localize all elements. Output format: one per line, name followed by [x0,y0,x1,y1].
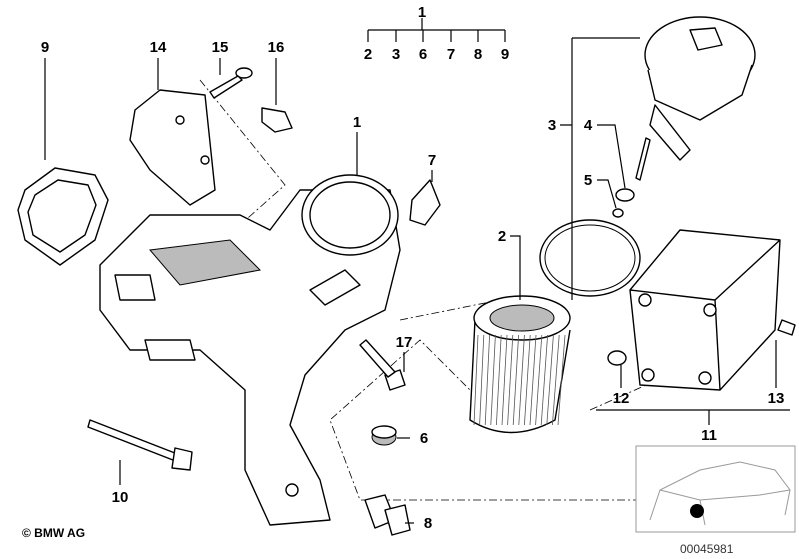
callout-12: 12 [613,390,630,407]
filter-pleat [512,334,519,426]
filter-element-part [469,295,571,434]
oil-cooler-part [629,229,781,391]
o-ring-large-part [539,219,641,297]
copyright-text: © BMW AG [22,526,85,540]
callout-group-1 [367,18,506,42]
callout-sub-2: 2 [364,46,372,63]
filter-pleat [529,334,537,426]
cooler-seal-part [607,350,627,366]
callout-15: 15 [212,39,229,56]
callout-17: 17 [396,334,413,351]
bracket-part [129,89,216,206]
filter-pleat [518,334,525,426]
callout-13: 13 [768,390,785,407]
clip-nut-part [261,107,293,133]
cooler-bolt-part [777,319,796,336]
housing-part [99,174,401,526]
filter-pleat [524,334,531,426]
callout-11: 11 [701,427,717,444]
callout-sub-8: 8 [474,46,482,63]
o-rings-small [612,188,635,218]
callout-10: 10 [112,489,129,506]
callout-sub-9: 9 [501,46,509,63]
callout-2: 2 [498,228,506,245]
vehicle-location-inset [635,445,796,533]
image-number: 00045981 [680,542,734,556]
callout-sub-7: 7 [447,46,455,63]
location-marker-icon [690,504,704,518]
bolt-15-part [209,67,253,99]
callout-9: 9 [41,39,49,56]
filter-cap-part [635,16,756,181]
filter-pleat [546,334,554,426]
filter-pleat [484,334,490,426]
filter-pleat [479,334,485,426]
callout-3: 3 [548,117,556,134]
filter-pleat [507,334,514,426]
callout-5: 5 [584,172,592,189]
leader-lines [44,37,790,524]
callout-8: 8 [424,515,432,532]
callout-6: 6 [420,430,428,447]
long-bolt-part [87,419,193,471]
callout-14: 14 [150,39,167,56]
callout-sub-3: 3 [392,46,400,63]
filter-pleat [501,334,508,426]
filter-pleat [557,334,566,426]
callout-7: 7 [428,152,436,169]
callout-4: 4 [584,117,593,134]
filter-pleat [490,334,496,426]
callout-1: 1 [353,114,361,131]
bolt-17-part [359,339,406,391]
filter-pleat [496,334,502,426]
filter-pleat [473,334,479,426]
filter-pleat [540,334,548,426]
callout-top-1: 1 [418,4,426,21]
gasket-part [17,167,109,266]
filter-pleat [552,334,560,426]
seal-plate-part [409,179,441,226]
grommet-part [371,425,397,446]
callout-sub-6: 6 [419,46,427,63]
sensor-part [364,494,411,536]
callout-16: 16 [268,39,285,56]
filter-pleat [535,334,543,426]
